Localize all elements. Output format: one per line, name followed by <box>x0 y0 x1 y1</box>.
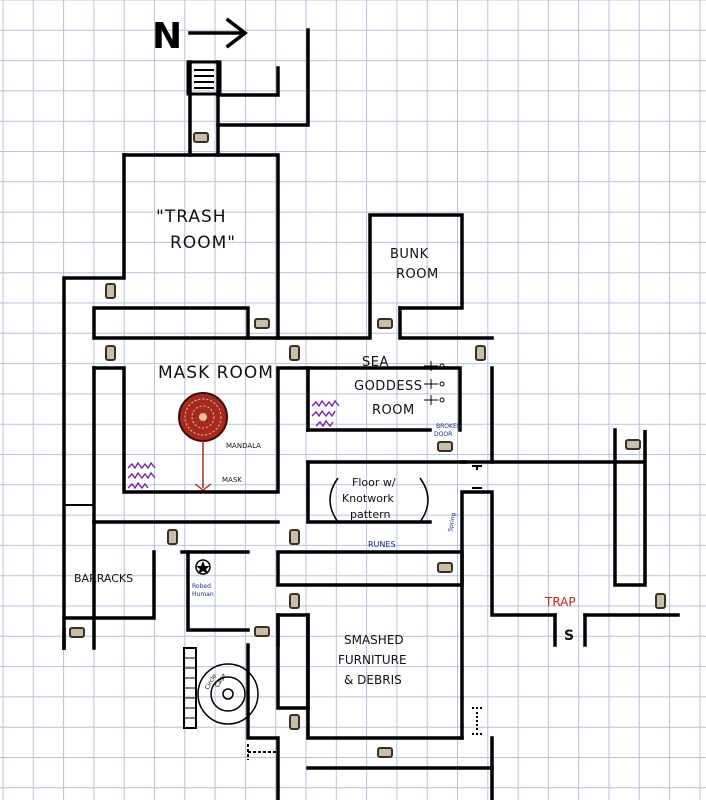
door-top <box>193 132 209 143</box>
floor-note-1: Floor w/ <box>352 476 396 489</box>
broken-door-note-1: BROKEN <box>436 423 461 430</box>
mandala-note: MANDALA <box>226 442 261 450</box>
bunk-room-label-2: ROOM <box>396 267 439 282</box>
door-passage <box>254 318 270 329</box>
north-compass: N <box>152 16 248 57</box>
door-mask-south <box>167 529 178 545</box>
door-runes-west <box>289 529 300 545</box>
door-far-east <box>625 439 641 450</box>
north-letter: N <box>152 16 182 57</box>
trash-room-label-2: ROOM" <box>170 233 236 253</box>
robed-human-icon <box>195 559 211 575</box>
door-bottom <box>377 747 393 758</box>
mask-room-label: MASK ROOM <box>158 363 274 383</box>
trap-label: TRAP <box>544 595 576 609</box>
sea-goddess-label-2: GODDESS <box>354 379 423 394</box>
door-mask-east <box>289 345 300 361</box>
door-trash-west <box>105 283 116 299</box>
door-runes-east <box>437 562 453 573</box>
bunk-room-label-1: BUNK <box>390 247 429 262</box>
door-trap-east <box>655 593 666 609</box>
circle-cage-icon <box>183 647 259 729</box>
door-barracks-east <box>254 626 270 637</box>
robed-note-2: Human <box>192 591 214 598</box>
smashed-label-3: & DEBRIS <box>344 673 402 687</box>
door-sea-east <box>475 345 486 361</box>
sea-goddess-label-1: SEA <box>362 355 389 370</box>
door-smashed-south <box>289 714 300 730</box>
secret-doors <box>63 465 587 760</box>
runes-note: RUNES <box>368 540 396 549</box>
floor-note-3: pattern <box>350 508 390 521</box>
floor-bracket <box>329 477 429 523</box>
statue-icons <box>424 361 445 405</box>
door-broken <box>437 441 453 452</box>
trash-room-label-1: "TRASH <box>156 207 227 227</box>
door-barracks-west <box>69 627 85 638</box>
north-arrow-icon <box>188 17 248 49</box>
door-mask-west <box>105 345 116 361</box>
barracks-label: BARRACKS <box>74 572 133 585</box>
mask-note: MASK <box>222 476 242 484</box>
walls <box>62 28 680 800</box>
sea-goddess-label-3: ROOM <box>372 403 415 418</box>
circle-note-2: Cage <box>214 672 228 689</box>
doors <box>69 132 666 758</box>
door-smashed-north <box>289 593 300 609</box>
room-labels: "TRASH ROOM" BUNK ROOM MASK ROOM SEA GOD… <box>74 207 439 687</box>
debris-icon <box>127 399 340 490</box>
mandala-icon <box>178 392 228 491</box>
trap-symbol: S <box>564 628 574 644</box>
robed-note-1: Robed <box>192 583 211 590</box>
floor-note-2: Knotwork <box>342 492 394 505</box>
spring-note: Spring <box>447 512 457 532</box>
smashed-label-2: FURNITURE <box>338 653 407 667</box>
smashed-label-1: SMASHED <box>344 633 404 647</box>
broken-door-note-2: DOOR <box>434 431 452 438</box>
stairs <box>186 60 222 96</box>
door-bunk <box>377 318 393 329</box>
